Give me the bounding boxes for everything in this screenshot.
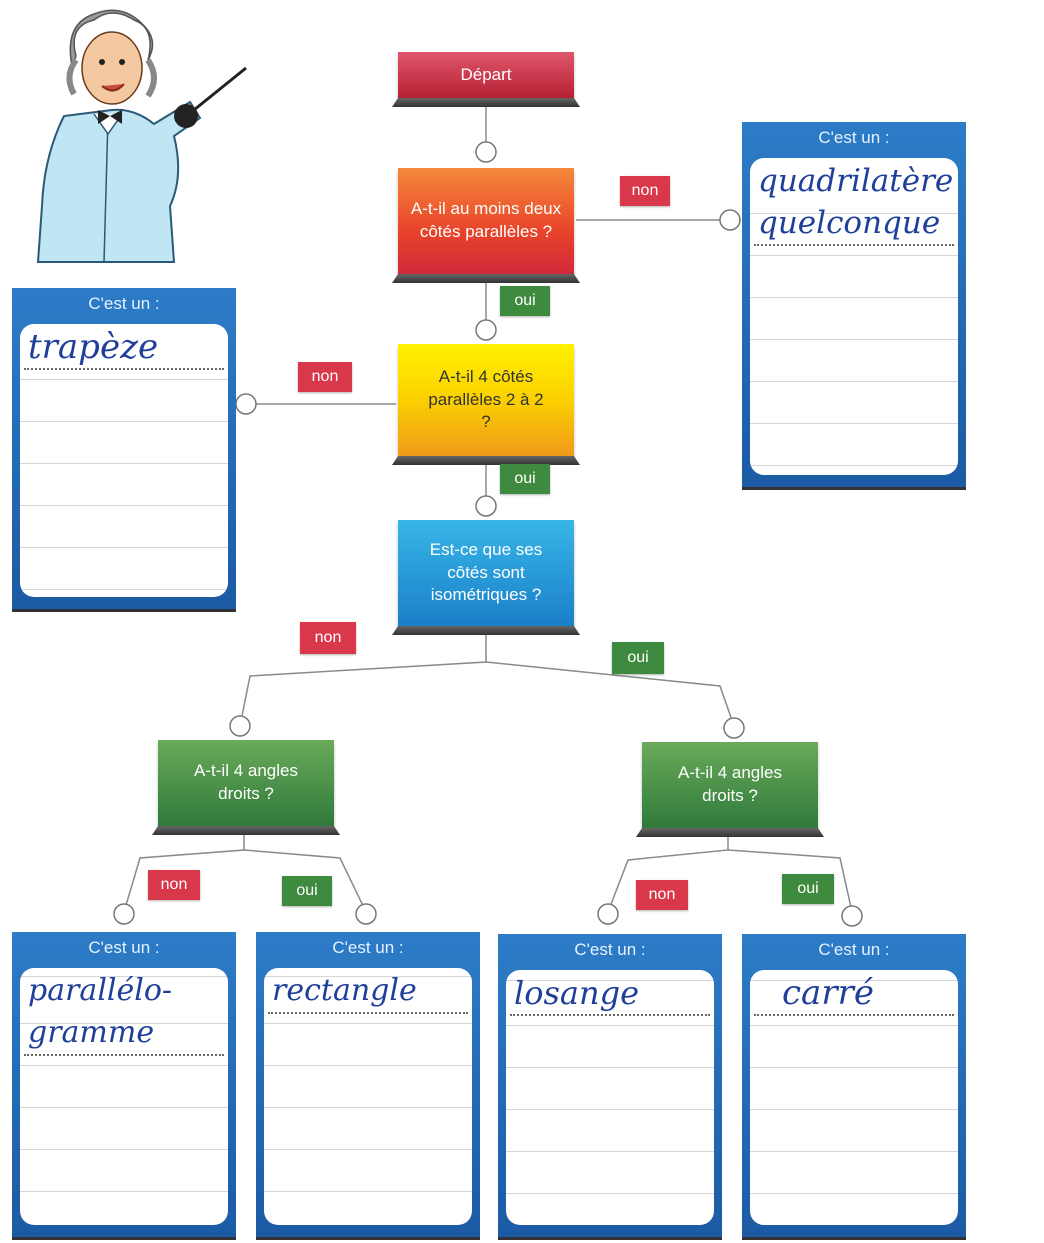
answer-card-parallelogram: C'est un : parallélo-gramme — [12, 932, 236, 1240]
no-tag: non — [148, 870, 200, 900]
answer-text: parallélo-gramme — [24, 970, 224, 1056]
professor-illustration — [36, 9, 247, 263]
connector-circle — [113, 903, 135, 925]
answer-text: quadrilatère quelconque — [754, 160, 954, 246]
yes-tag: oui — [782, 874, 834, 904]
question-isometric-sides-text: Est-ce que ses côtés sont isométriques ? — [429, 539, 543, 605]
yes-tag: oui — [612, 642, 664, 674]
card-header: C'est un : — [818, 940, 890, 959]
connector-circle — [475, 495, 497, 517]
answer-card-quadrilateral: C'est un : quadrilatère quelconque — [742, 122, 966, 490]
no-tag: non — [636, 880, 688, 910]
no-tag: non — [300, 622, 356, 654]
card-body: losange — [506, 970, 714, 1225]
connector-circle — [475, 141, 497, 163]
question-four-sides-parallel: A-t-il 4 côtés parallèles 2 à 2 ? — [398, 344, 574, 456]
card-header: C'est un : — [818, 128, 890, 147]
connector-circle — [235, 393, 257, 415]
card-header: C'est un : — [332, 938, 404, 957]
no-tag: non — [298, 362, 352, 392]
connector-circle — [719, 209, 741, 231]
question-parallel-sides-text: A-t-il au moins deux côtés parallèles ? — [410, 199, 562, 241]
card-header: C'est un : — [88, 938, 160, 957]
card-header: C'est un : — [88, 294, 160, 313]
question-parallel-sides: A-t-il au moins deux côtés parallèles ? — [398, 168, 574, 274]
connector-circle — [229, 715, 251, 737]
question-isometric-sides: Est-ce que ses côtés sont isométriques ? — [398, 520, 574, 626]
yes-tag: oui — [500, 286, 550, 316]
yes-tag: oui — [500, 464, 550, 494]
card-body: carré — [750, 970, 958, 1225]
card-body: rectangle — [264, 968, 472, 1225]
answer-text: carré — [754, 972, 954, 1016]
question-right-angles-left-text: A-t-il 4 angles droits ? — [194, 761, 298, 803]
question-right-angles-left: A-t-il 4 angles droits ? — [158, 740, 334, 826]
answer-text: losange — [510, 972, 710, 1016]
no-tag: non — [620, 176, 670, 206]
connector-circle — [475, 319, 497, 341]
connector-circle — [597, 903, 619, 925]
question-right-angles-right-text: A-t-il 4 angles droits ? — [678, 763, 782, 805]
answer-text: trapèze — [24, 326, 224, 370]
card-body: trapèze — [20, 324, 228, 597]
question-right-angles-right: A-t-il 4 angles droits ? — [642, 742, 818, 828]
question-four-sides-parallel-text: A-t-il 4 côtés parallèles 2 à 2 ? — [428, 366, 544, 432]
start-label: Départ — [460, 64, 512, 84]
answer-card-rectangle: C'est un : rectangle — [256, 932, 480, 1240]
card-header: C'est un : — [574, 940, 646, 959]
connector-circle — [841, 905, 863, 927]
card-body: quadrilatère quelconque — [750, 158, 958, 475]
answer-card-trapezoid: C'est un : trapèze — [12, 288, 236, 612]
connector-circle — [355, 903, 377, 925]
answer-card-square: C'est un : carré — [742, 934, 966, 1240]
start-node: Départ — [398, 52, 574, 98]
yes-tag: oui — [282, 876, 332, 906]
answer-text: rectangle — [268, 970, 468, 1014]
answer-card-rhombus: C'est un : losange — [498, 934, 722, 1240]
connector-circle — [723, 717, 745, 739]
card-body: parallélo-gramme — [20, 968, 228, 1225]
